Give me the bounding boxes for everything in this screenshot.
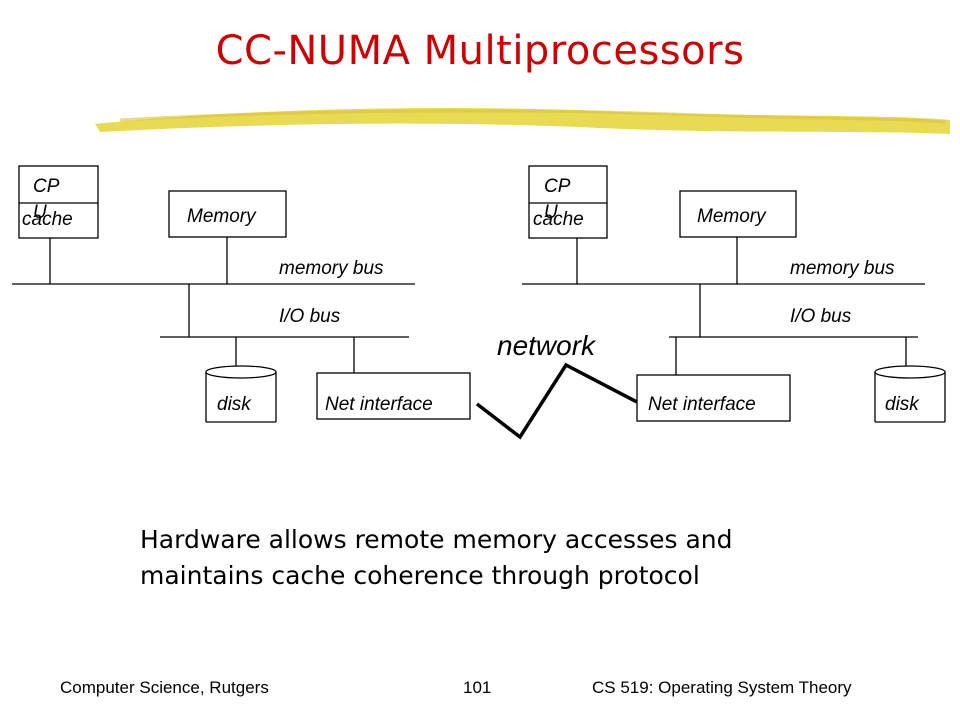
right-cache-label: cache xyxy=(533,209,584,230)
summary-line-2: maintains cache coherence through protoc… xyxy=(140,561,700,590)
left-memory-label: Memory xyxy=(187,206,257,227)
right-memory-bus-label: memory bus xyxy=(790,258,895,279)
network-label: network xyxy=(497,330,597,361)
right-disk-icon xyxy=(874,372,946,422)
left-cache-label: cache xyxy=(22,209,73,230)
right-cpu-label-2: U xyxy=(544,202,558,223)
right-memory-box xyxy=(679,190,797,238)
right-cpu-label: CP xyxy=(544,176,571,197)
right-disk-label: disk xyxy=(885,394,920,415)
left-cpu-label: CP xyxy=(33,176,60,197)
footer-page-number: 101 xyxy=(463,678,492,697)
summary-line-1: Hardware allows remote memory accesses a… xyxy=(140,525,733,554)
left-io-bus-label: I/O bus xyxy=(279,306,341,327)
left-disk-icon xyxy=(205,372,277,422)
right-io-bus-label: I/O bus xyxy=(790,306,852,327)
network-link xyxy=(475,362,638,440)
footer-right: CS 519: Operating System Theory xyxy=(592,678,852,697)
left-cpu-box xyxy=(18,165,99,239)
right-cpu-box xyxy=(528,165,608,239)
right-net-interface-box xyxy=(636,374,791,422)
left-net-interface-label: Net interface xyxy=(325,394,433,415)
right-net-interface-label: Net interface xyxy=(648,394,756,415)
left-cpu-label-2: U xyxy=(33,202,47,223)
summary-text: Hardware allows remote memory accesses a… xyxy=(140,522,860,594)
left-memory-bus-label: memory bus xyxy=(279,258,384,279)
right-memory-label: Memory xyxy=(697,206,767,227)
footer-left: Computer Science, Rutgers xyxy=(60,678,269,697)
left-net-interface-box xyxy=(316,372,471,420)
left-disk-label: disk xyxy=(217,394,252,415)
slide-title: CC-NUMA Multiprocessors xyxy=(215,28,745,74)
